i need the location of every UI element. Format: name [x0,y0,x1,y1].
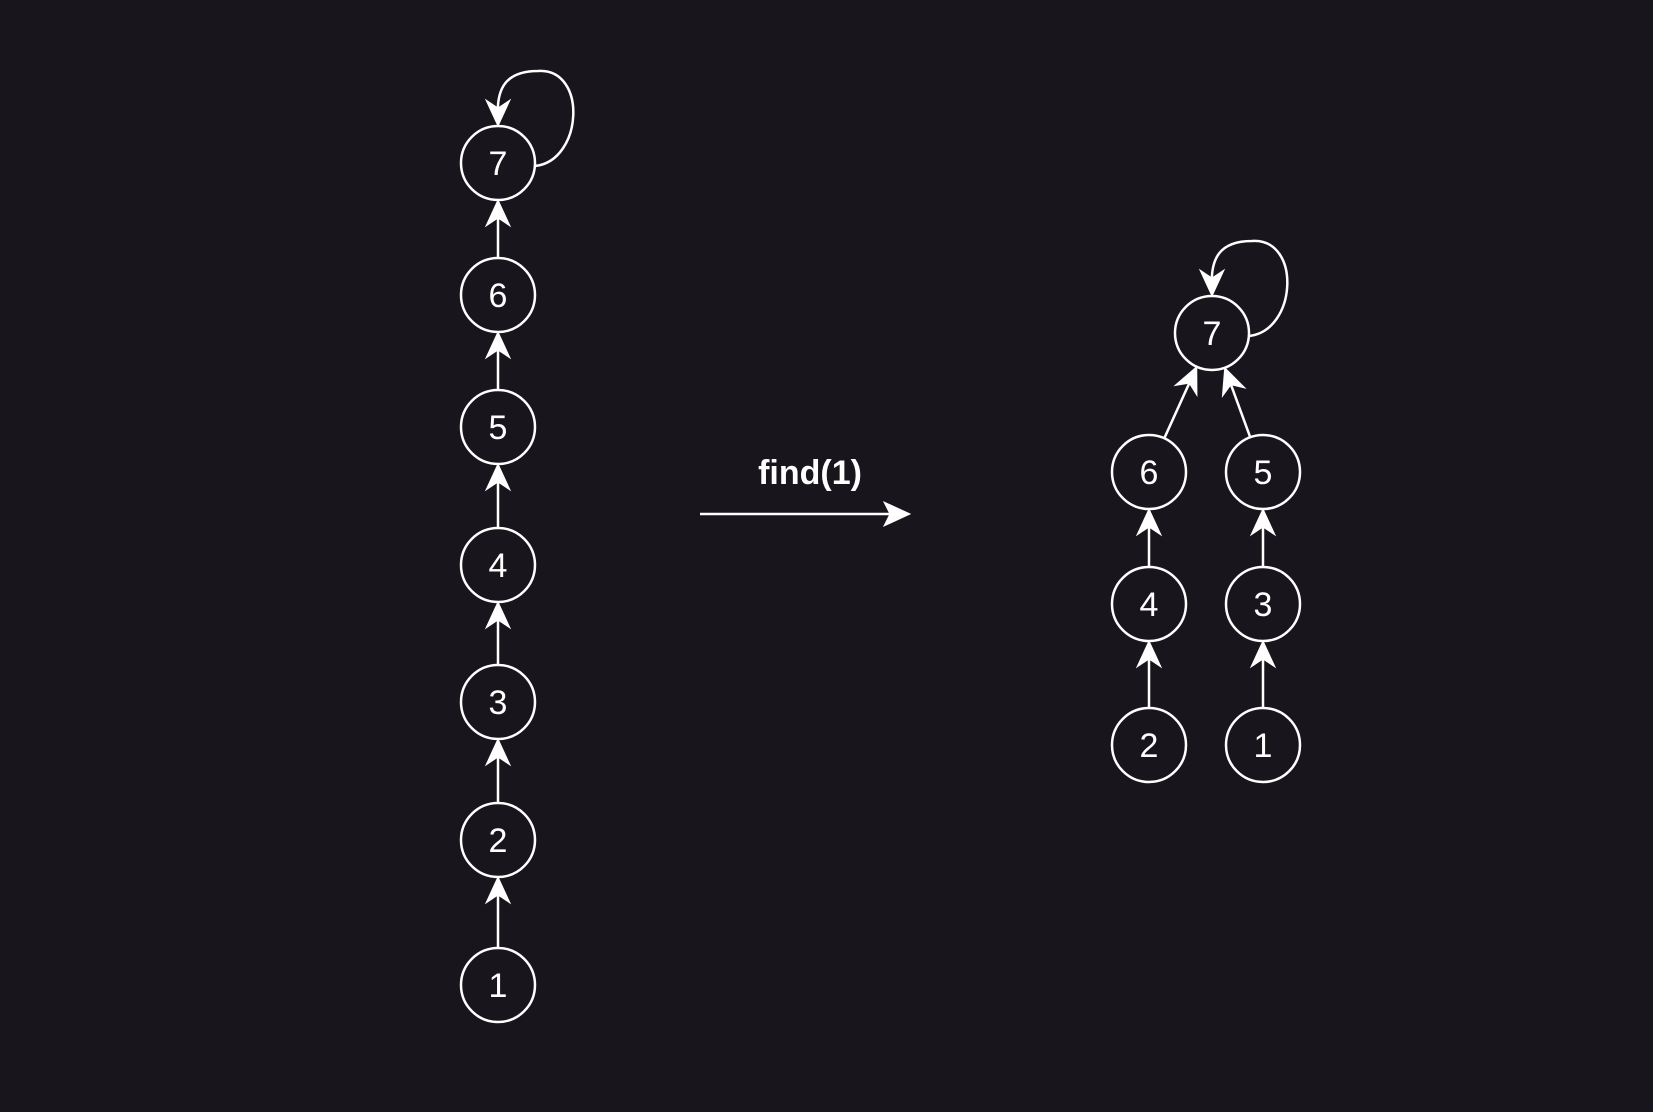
before-node-7: 7 [459,124,537,202]
before-node-3: 3 [459,663,537,741]
edge-before-4-to-5-arrowhead [484,462,512,492]
edge-after-7-self-loop-arrowhead [1198,268,1226,298]
before-node-6-label: 6 [489,277,508,315]
before-node-3-label: 3 [489,684,508,722]
after-node-2-label: 2 [1140,727,1159,765]
edge-before-7-self-loop-arrowhead [484,98,512,128]
before-node-6-circle [459,256,537,334]
before-node-5: 5 [459,388,537,466]
edge-before-5-to-6-arrowhead [484,330,512,360]
before-node-7-circle [459,124,537,202]
after-node-3-label: 3 [1254,586,1273,624]
before-node-5-label: 5 [489,409,508,447]
after-node-4-circle [1110,565,1188,643]
after-node-1-circle [1224,706,1302,784]
after-node-6-circle [1110,433,1188,511]
before-node-2-circle [459,801,537,879]
edge-before-3-to-4-arrowhead [484,600,512,630]
edge-after-4-to-6-arrowhead [1135,507,1163,537]
after-node-7-label: 7 [1203,315,1222,353]
edge-before-7-self-loop [496,69,575,168]
after-node-6-label: 6 [1140,454,1159,492]
edge-after-5-to-7 [1227,376,1252,438]
operation-transition: find(1) [700,454,912,528]
edge-before-1-to-2-arrowhead [484,875,512,905]
before-node-1: 1 [459,946,537,1024]
before-node-2-label: 2 [489,822,508,860]
operation-label: find(1) [758,454,862,492]
before-node-7-label: 7 [489,145,508,183]
after-node-2: 2 [1110,706,1188,784]
before-node-5-circle [459,388,537,466]
after-node-4: 4 [1110,565,1188,643]
transition-arrow-head [882,500,912,528]
after-node-6: 6 [1110,433,1188,511]
before-node-1-circle [459,946,537,1024]
after-node-5-circle [1224,433,1302,511]
before-tree: 7 6 5 4 3 2 1 [459,69,575,1024]
after-node-5: 5 [1224,433,1302,511]
before-node-3-circle [459,663,537,741]
before-node-4: 4 [459,526,537,604]
after-node-1: 1 [1224,706,1302,784]
after-node-1-label: 1 [1254,727,1273,765]
after-node-4-label: 4 [1140,586,1159,624]
after-tree: 7 6 5 4 3 2 1 [1110,239,1302,784]
after-node-7: 7 [1173,294,1251,372]
edge-after-5-to-7-arrowhead [1221,366,1247,399]
after-node-5-label: 5 [1254,454,1273,492]
before-node-4-label: 4 [489,547,508,585]
before-node-2: 2 [459,801,537,879]
edge-before-6-to-7-arrowhead [484,198,512,228]
edge-after-7-self-loop [1210,239,1289,338]
before-node-4-circle [459,526,537,604]
after-node-3-circle [1224,565,1302,643]
after-node-7-circle [1173,294,1251,372]
edge-after-1-to-3-arrowhead [1249,639,1277,669]
edge-after-6-to-7-arrowhead [1173,365,1198,398]
after-node-3: 3 [1224,565,1302,643]
edge-after-2-to-4-arrowhead [1135,639,1163,669]
after-node-2-circle [1110,706,1188,784]
edge-after-3-to-5-arrowhead [1249,507,1277,537]
before-node-1-label: 1 [489,967,508,1005]
edge-after-6-to-7 [1163,375,1194,439]
before-node-6: 6 [459,256,537,334]
edge-before-2-to-3-arrowhead [484,737,512,767]
